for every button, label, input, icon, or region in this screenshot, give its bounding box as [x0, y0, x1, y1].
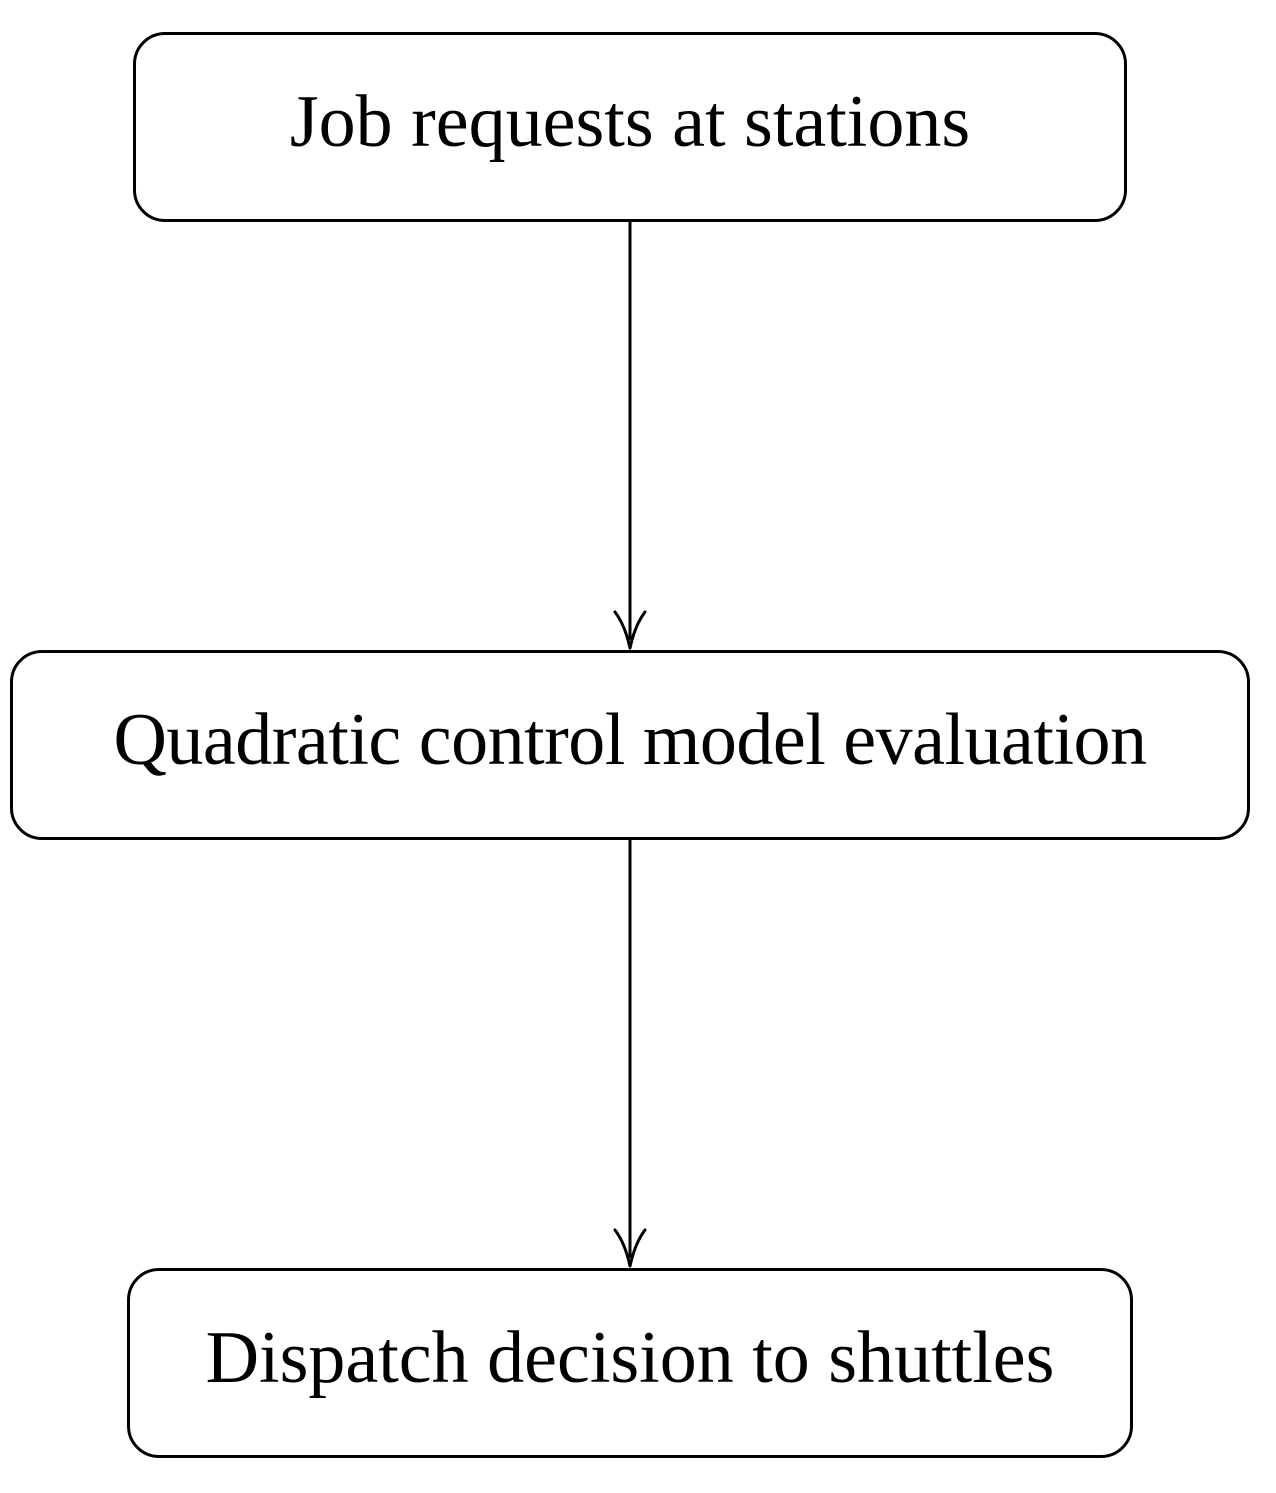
arrow-jobs-to-model — [613, 222, 647, 650]
node-label: Quadratic control model evaluation — [113, 699, 1147, 781]
node-label: Dispatch decision to shuttles — [205, 1317, 1055, 1399]
node-dispatch-decision: Dispatch decision to shuttles — [127, 1268, 1133, 1458]
node-quadratic-control-model: Quadratic control model evaluation — [10, 650, 1250, 840]
node-job-requests: Job requests at stations — [133, 32, 1127, 222]
node-label: Job requests at stations — [289, 81, 971, 163]
arrow-model-to-dispatch — [613, 840, 647, 1268]
